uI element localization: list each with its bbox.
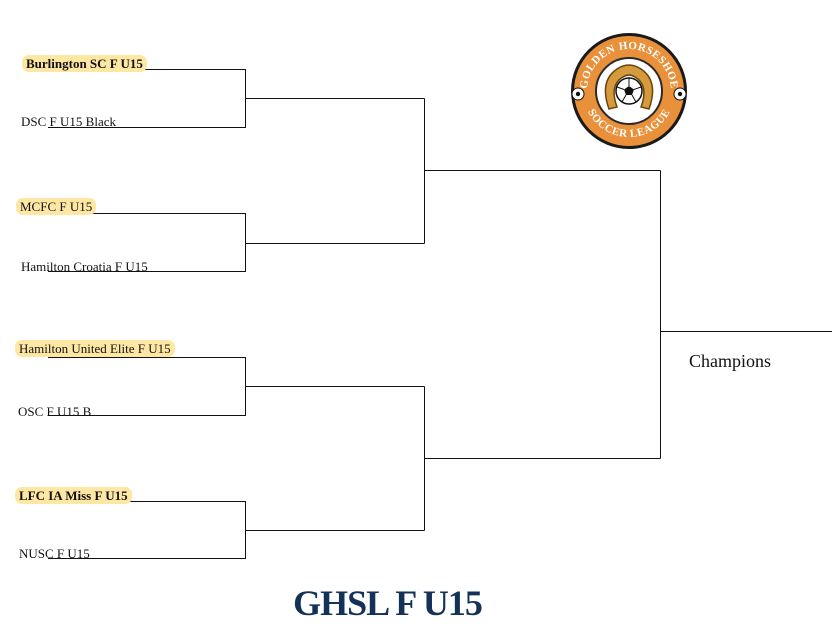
horseshoe-icon <box>604 64 654 110</box>
match-3-line <box>48 357 425 416</box>
league-logo: GOLDEN HORSESHOE SOCCER LEAGUE <box>571 33 687 149</box>
team-label: LFC IA Miss F U15 <box>15 487 132 504</box>
team-label: Hamilton United Elite F U15 <box>15 340 175 357</box>
team-label: OSC F U15 B <box>18 404 92 419</box>
team-label: Hamilton Croatia F U15 <box>21 259 148 274</box>
soccer-ball-icon <box>615 77 643 105</box>
semifinal-1-line <box>424 98 661 244</box>
soccer-ball-icon <box>571 87 585 101</box>
final-line <box>660 170 832 459</box>
champions-label: Champions <box>689 351 772 371</box>
match-1-line <box>48 69 425 128</box>
team-label: MCFC F U15 <box>16 198 97 215</box>
semifinal-2-line <box>424 386 661 531</box>
team-label: NUSC F U15 <box>19 546 90 561</box>
match-4-line <box>48 501 425 559</box>
team-label: DSC F U15 Black <box>21 114 116 129</box>
page-title: GHSL F U15 <box>293 583 483 623</box>
match-2-line <box>48 213 425 272</box>
soccer-ball-icon <box>673 87 687 101</box>
team-label: Burlington SC F U15 <box>22 55 147 72</box>
